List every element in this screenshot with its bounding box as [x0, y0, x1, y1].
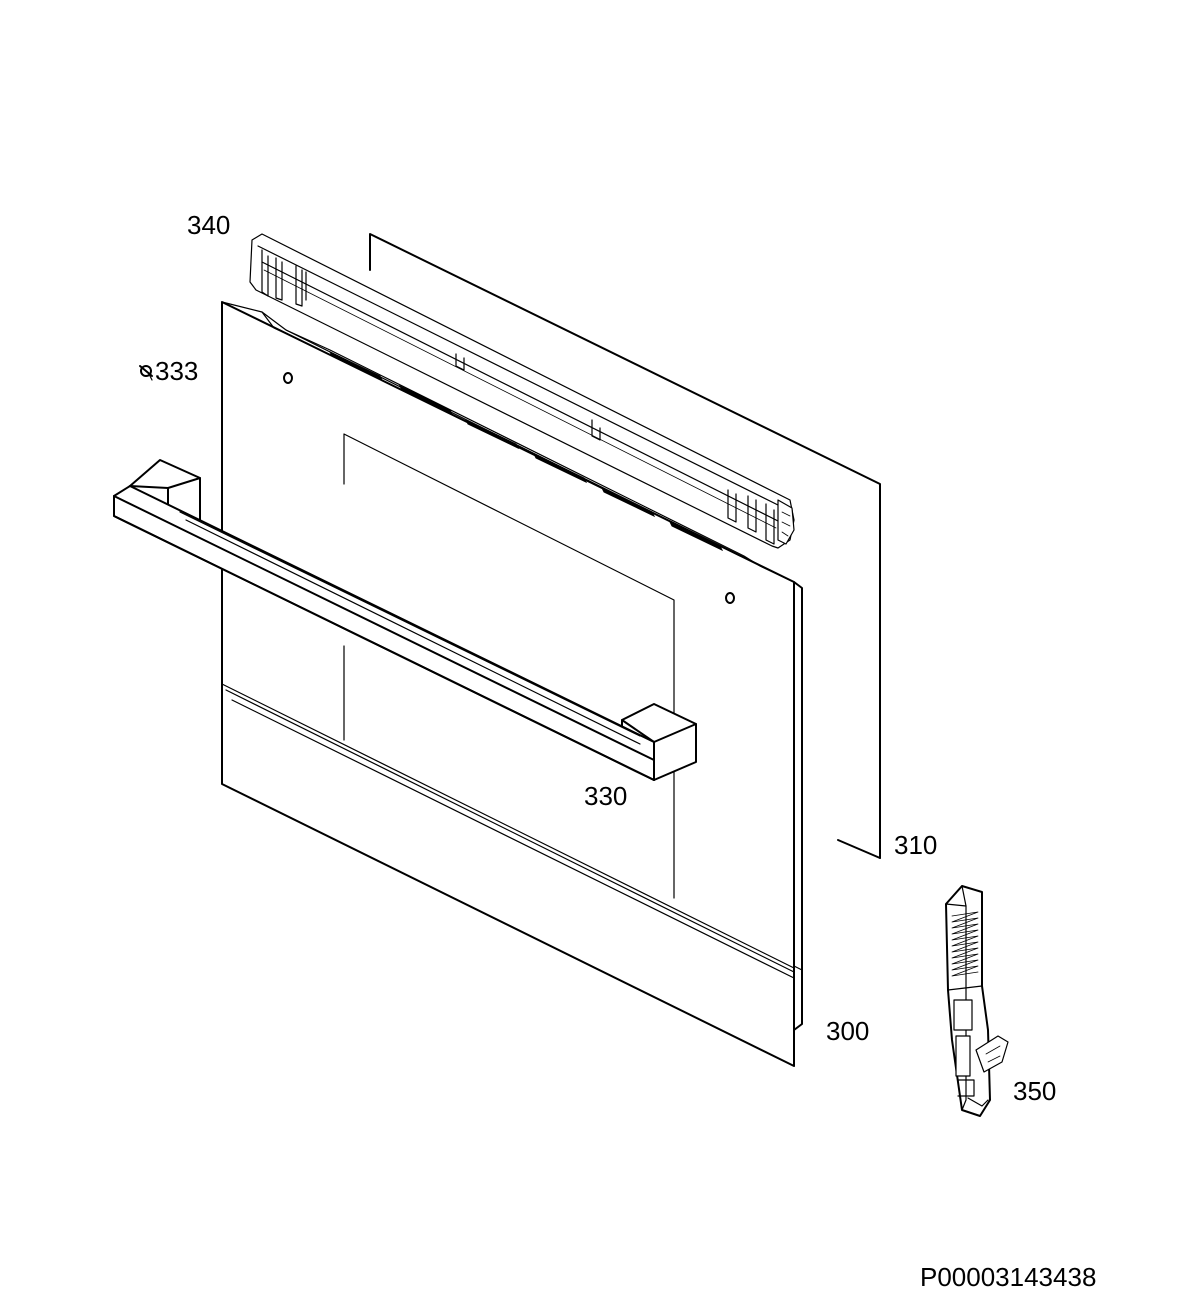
door-hinge — [945, 885, 1009, 1117]
screw-icon — [139, 365, 153, 381]
inner-glass-panel — [369, 233, 881, 859]
reference-code: P00003143438 — [920, 1262, 1096, 1292]
door-handle — [113, 459, 697, 781]
label-350: 350 — [1013, 1076, 1056, 1106]
top-door-trim — [249, 233, 795, 549]
label-330: 330 — [584, 781, 627, 811]
label-310: 310 — [894, 830, 937, 860]
label-333: 333 — [155, 356, 198, 386]
label-300: 300 — [826, 1016, 869, 1046]
label-340: 340 — [187, 210, 230, 240]
